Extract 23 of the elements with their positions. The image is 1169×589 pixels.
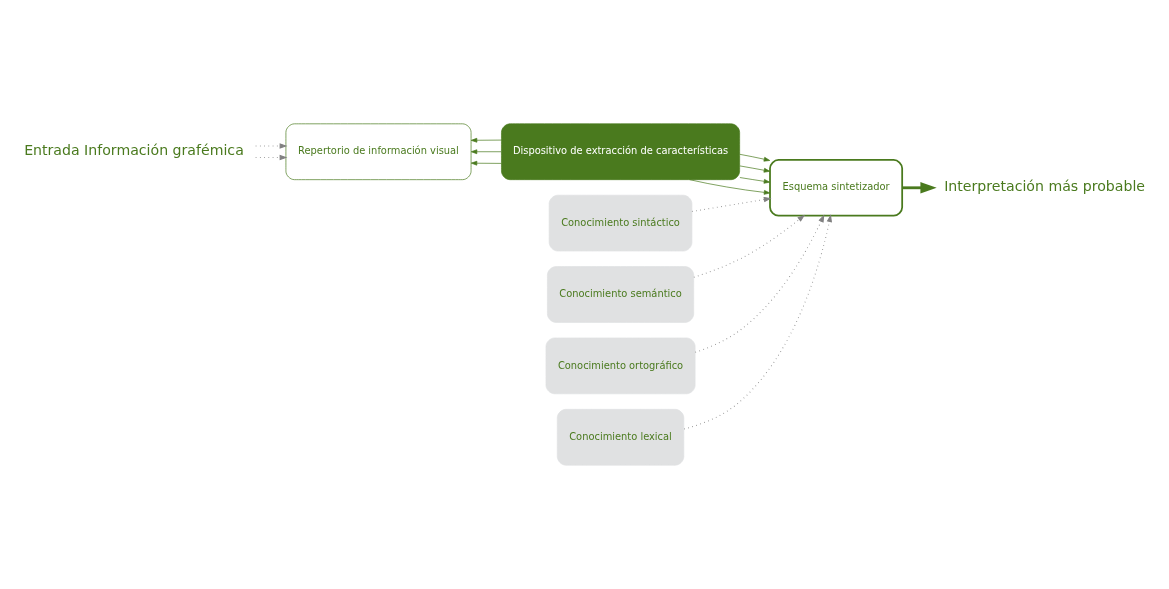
arrow [255,143,288,149]
node-box: Esquema sintetizador [769,159,904,217]
node-box: Conocimiento sintáctico [548,194,693,252]
node-box: Conocimiento ortográfico [545,337,696,395]
node-text: Entrada Información grafémica [24,142,244,159]
arrow [691,196,772,212]
arrow [902,182,937,194]
arrow [739,165,771,173]
arrow [739,153,771,162]
node-box: Conocimiento semántico [547,266,695,323]
node-box: Dispositivo de extracción de características [501,123,740,180]
arrow [470,149,502,155]
arrow [694,214,825,353]
arrow [470,137,502,143]
node-text: Interpretación más probable [944,178,1146,195]
arrow [470,160,502,166]
arrow [683,214,832,430]
arrow [255,154,288,161]
node-box: Repertorio de información visual [285,123,472,180]
arrow [739,177,771,184]
node-box: Conocimiento lexical [556,409,685,466]
arrow [693,214,806,278]
arrow [689,179,771,195]
